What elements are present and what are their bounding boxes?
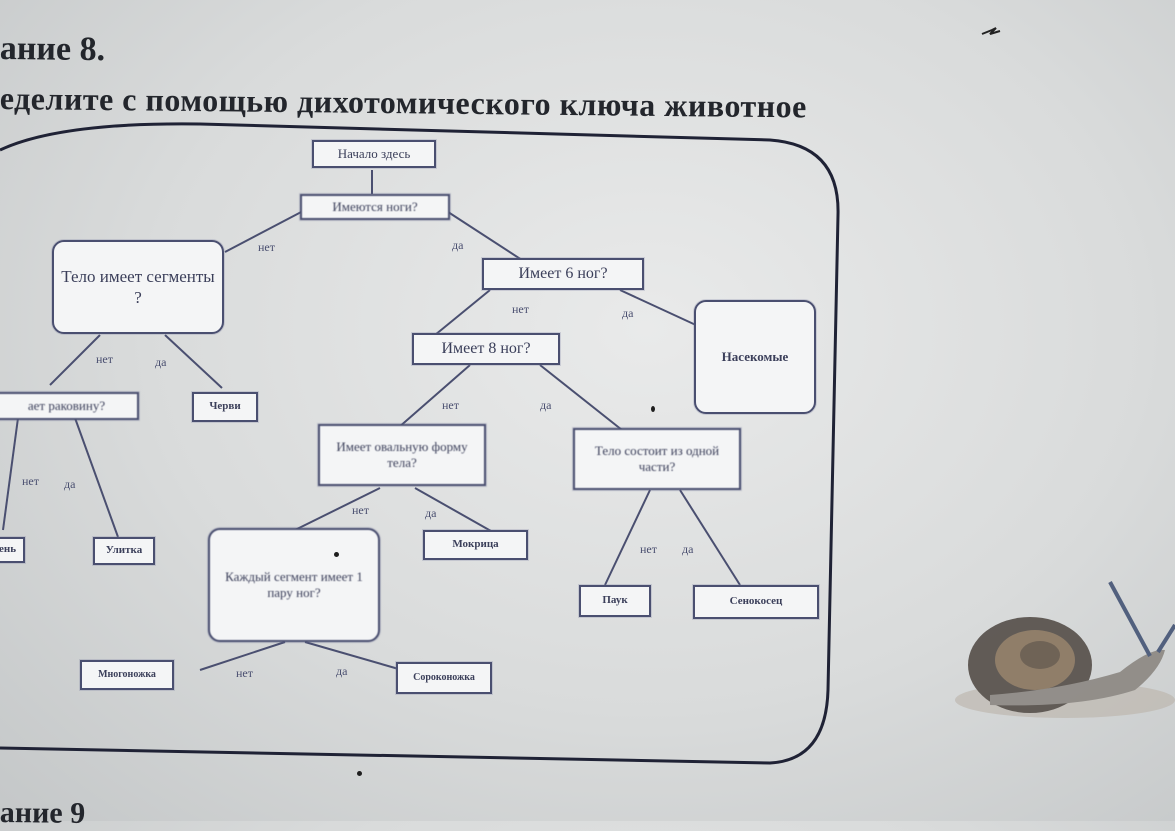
label-no: нет: [236, 666, 253, 680]
node-start: Начало здесь: [312, 140, 436, 168]
node-has-legs: Имеются ноги?: [300, 194, 450, 220]
node-segments: Тело имеет сегменты ?: [52, 240, 224, 334]
node-shell: ает раковину?: [0, 392, 139, 420]
label-no: нет: [442, 398, 459, 412]
label-no: нет: [352, 503, 369, 517]
next-task-title: ание 9: [0, 796, 86, 830]
node-six-legs: Имеет 6 ног?: [482, 258, 644, 290]
label-no: нет: [96, 352, 113, 366]
label-yes: да: [425, 506, 437, 520]
node-centipede: Сороконожка: [396, 662, 492, 694]
node-millipede: Многоножка: [80, 660, 174, 690]
node-slug: ень: [0, 537, 25, 563]
label-yes: да: [155, 355, 167, 369]
label-yes: да: [622, 306, 634, 320]
node-woodlouse: Мокрица: [423, 530, 528, 560]
snail-photo: [955, 581, 1175, 718]
label-no: нет: [258, 240, 275, 254]
node-snail: Улитка: [93, 537, 155, 565]
pen-mark: [981, 27, 1001, 35]
label-yes: да: [336, 664, 348, 678]
label-no: нет: [22, 474, 39, 488]
node-one-pair: Каждый сегмент имеет 1 пару ног?: [208, 528, 380, 642]
label-yes: да: [540, 398, 552, 412]
node-spider: Паук: [579, 585, 651, 617]
node-harvestman: Сенокосец: [693, 585, 819, 619]
node-one-part: Тело состоит из одной части?: [573, 428, 741, 490]
node-oval-body: Имеет овальную форму тела?: [318, 424, 486, 486]
label-yes: да: [682, 542, 694, 556]
node-eight-legs: Имеет 8 ног?: [412, 333, 560, 365]
pen-dot: [651, 406, 655, 412]
node-worms: Черви: [192, 392, 258, 422]
key-frame: [0, 122, 840, 765]
pen-dot: [357, 771, 362, 776]
label-no: нет: [640, 542, 657, 556]
label-yes: да: [452, 238, 464, 252]
pen-dot: [334, 552, 339, 557]
node-insects: Насекомые: [694, 300, 816, 414]
label-yes: да: [64, 477, 76, 491]
label-no: нет: [512, 302, 529, 316]
